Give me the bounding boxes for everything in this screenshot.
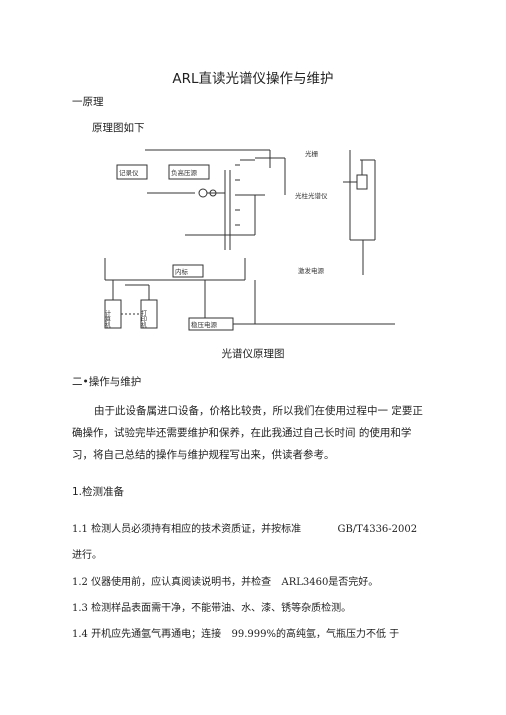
intro-line: 确操作，试验完毕还需要维护和保养，在此我通过自己长时间 的使用和学 xyxy=(72,427,412,439)
item-text: 仪器使用前，应认真阅读说明书，并检查 xyxy=(91,577,272,588)
label-computer: 计算机 xyxy=(104,309,111,329)
list-item: 1.4 开机应先通氩气再通电；连接 99.999%的高纯氩，气瓶压力不低 于 xyxy=(72,625,399,640)
item-tail: ARL3460是否完好。 xyxy=(281,577,379,588)
document-title: ARL直读光谱仪操作与维护 xyxy=(172,71,334,87)
label-recorder: 记录仪 xyxy=(119,169,139,177)
item-number: 1.2 xyxy=(72,577,88,588)
item-tail: 99.999%的高纯氩，气瓶压力不低 于 xyxy=(231,629,400,640)
item-number: 1.4 xyxy=(72,629,88,640)
intro-line: 习，将自己总结的操作与维护规程写出来，供读者参考。 xyxy=(72,449,335,461)
section-heading-operation: 二•操作与维护 xyxy=(72,376,142,388)
label-printer: 打印机 xyxy=(140,309,147,329)
diagram-intro: 原理图如下 xyxy=(92,122,145,134)
list-item: 1.1 检测人员必须持有相应的技术资质证，并按标准 GB/T4336-2002 xyxy=(72,520,417,535)
list-item: 进行。 xyxy=(72,546,102,561)
item-number: 1.1 xyxy=(72,524,88,535)
item-text: 检测人员必须持有相应的技术资质证，并按标准 xyxy=(91,524,302,535)
list-item: 1.2 仪器使用前，应认真阅读说明书，并检查 ARL3460是否完好。 xyxy=(72,573,378,588)
label-spectrometer: 光柱光谱仪 xyxy=(295,191,328,200)
label-light-path: 光栅 xyxy=(305,149,319,158)
item-tail: GB/T4336-2002 xyxy=(337,524,418,535)
high-voltage-box xyxy=(168,164,210,180)
label-internal: 内标 xyxy=(175,267,189,276)
internal-box xyxy=(172,264,204,278)
spectrometer-schematic: 记录仪 负高压源 光栅 光柱光谱仪 激发电源 内标 稳压电源 计算机 打印机 xyxy=(104,149,395,331)
label-stable-power: 稳压电源 xyxy=(191,320,218,329)
figure-caption: 光谱仪原理图 xyxy=(221,348,285,360)
intro-line: 由于此设备属进口设备，价格比较贵，所以我们在使用过程中一 定要正 xyxy=(94,405,423,417)
intro-paragraph: 由于此设备属进口设备，价格比较贵，所以我们在使用过程中一 定要正 确操作，试验完… xyxy=(72,400,442,466)
label-high-voltage: 负高压源 xyxy=(171,168,198,177)
item-number: 1.3 xyxy=(72,603,88,614)
item-text: 进行。 xyxy=(72,550,102,561)
recorder-box xyxy=(116,164,148,180)
item-text: 开机应先通氩气再通电；连接 xyxy=(91,629,222,640)
item-text: 检测样品表面需干净，不能带油、水、漆、锈等杂质检测。 xyxy=(91,603,352,614)
section-heading-principle: 一原理 xyxy=(72,96,104,108)
subsection-heading-prep: 1.检测准备 xyxy=(72,486,125,498)
label-excite-power: 激发电源 xyxy=(298,266,325,275)
list-item: 1.3 检测样品表面需干净，不能带油、水、漆、锈等杂质检测。 xyxy=(72,599,351,614)
